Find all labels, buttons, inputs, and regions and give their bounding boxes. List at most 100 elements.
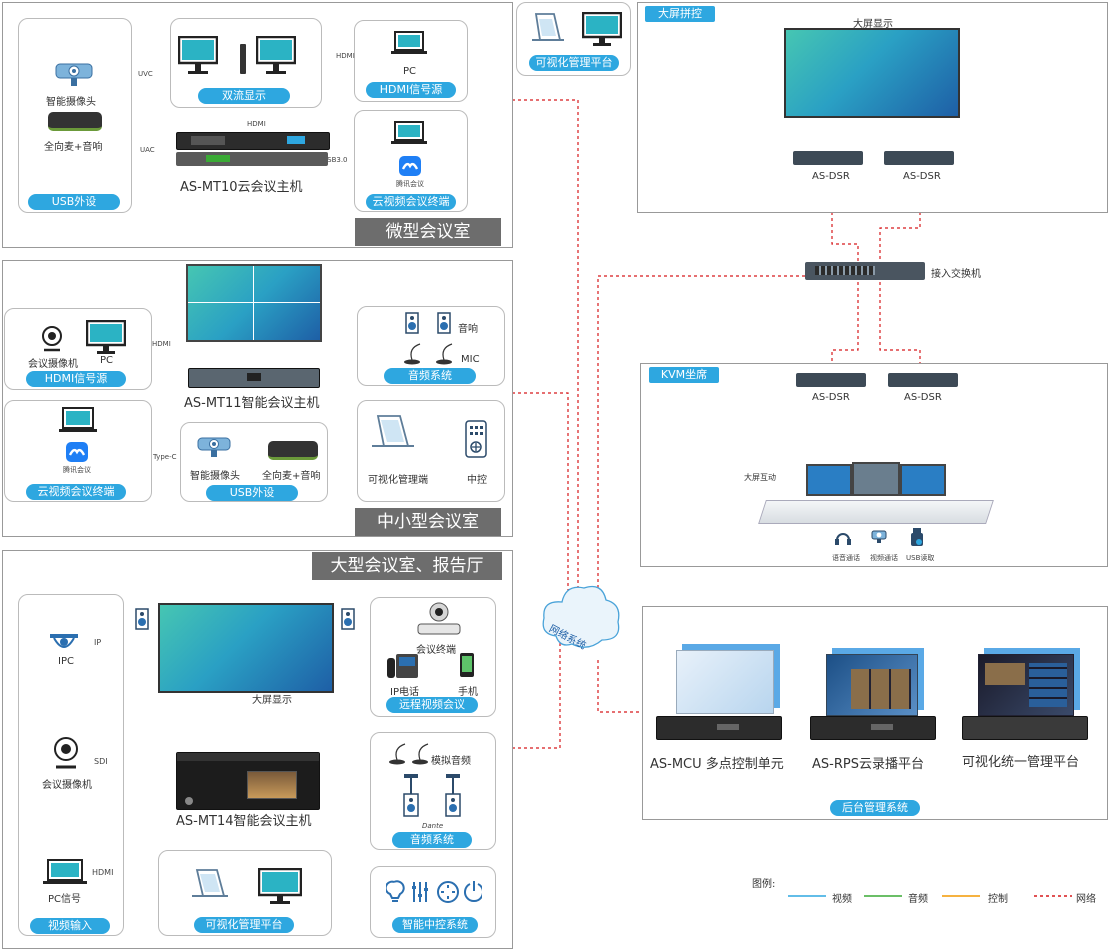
ip-phone-label: IP电话	[390, 687, 419, 698]
bigscreen-display-label: 大屏显示	[853, 19, 893, 30]
unified-device	[962, 716, 1088, 740]
bigscreen-display	[784, 28, 960, 118]
sdi-label: SDI	[94, 757, 108, 766]
bigscreen-dsr2-label: AS-DSR	[903, 171, 941, 182]
conference-camera-icon	[40, 326, 64, 352]
micro-hdmi-in: HDMI	[336, 52, 355, 60]
mcu-label: AS-MCU 多点控制单元	[650, 757, 784, 772]
dante-speakers-icon	[400, 774, 464, 820]
speaker-icon	[341, 608, 355, 630]
microphone-icon	[385, 742, 409, 765]
soundbar-icon	[48, 112, 102, 131]
legend-network: 网络	[1076, 894, 1096, 905]
top-vis-platform-label: 可视化管理平台	[529, 55, 619, 71]
kvm-title: KVM坐席	[649, 367, 719, 383]
microphone-icon	[408, 742, 432, 765]
conference-camera-icon	[52, 736, 80, 770]
laptop-icon	[390, 120, 427, 150]
micro-hdmi-source-label: HDMI信号源	[366, 82, 456, 98]
mobile-label: 手机	[458, 687, 478, 698]
laptop-icon	[58, 406, 98, 438]
conf-terminal-label: 会议终端	[416, 645, 456, 656]
mt14-host-label: AS-MT14智能会议主机	[176, 814, 312, 829]
small-usb-cam-label: 智能摄像头	[190, 471, 240, 482]
tencent-meeting-logo-icon	[399, 156, 421, 176]
micro-hdmi-out: HDMI	[247, 120, 266, 128]
mt10-host-rear	[176, 152, 328, 166]
kvm-desk	[758, 500, 994, 524]
small-room-title: 中小型会议室	[355, 508, 501, 536]
tablet-icon	[530, 10, 564, 44]
laptop-icon	[390, 30, 427, 60]
small-pc-label: PC	[100, 355, 114, 366]
unified-label: 可视化统一管理平台	[962, 755, 1080, 770]
small-hdmi-source-label: HDMI信号源	[26, 371, 126, 387]
backend-group-label: 后台管理系统	[830, 800, 920, 816]
pc-signal-label: PC信号	[48, 894, 82, 905]
rps-screen	[826, 654, 918, 716]
speaker-icon	[135, 608, 149, 630]
ip-label: IP	[94, 638, 102, 647]
mt10-host-label: AS-MT10云会议主机	[180, 180, 303, 195]
legend-title: 图例:	[752, 879, 776, 890]
webcam-icon	[196, 436, 232, 458]
dante-label: Dante	[422, 822, 444, 830]
video-input-label: 视频输入	[30, 918, 110, 934]
uac-label: UAC	[140, 146, 155, 154]
player-box-icon	[240, 44, 246, 74]
camera-small-icon	[871, 530, 887, 544]
micro-cloud-terminal-label: 云视频会议终端	[366, 194, 456, 210]
remote-video-label: 远程视频会议	[386, 697, 478, 713]
large-audio-system-label: 音频系统	[392, 832, 472, 848]
kvm-monitor	[806, 464, 852, 496]
large-audio-group	[370, 732, 496, 850]
large-room-title: 大型会议室、报告厅	[312, 552, 502, 580]
large-screen-label: 大屏显示	[252, 695, 292, 706]
legend-control: 控制	[988, 894, 1008, 905]
ipc-camera-icon	[48, 626, 80, 652]
small-usb-mic-label: 全向麦+音响	[262, 471, 321, 482]
kvm-dsr1-label: AS-DSR	[812, 392, 850, 403]
kvm-voice-label: 语音通话	[832, 554, 860, 562]
dsr-device	[793, 151, 863, 165]
control-icons	[386, 878, 482, 906]
bigscreen-dsr1-label: AS-DSR	[812, 171, 850, 182]
large-hdmi-label: HDMI	[92, 868, 114, 877]
rps-device	[810, 716, 936, 740]
monitor-icon	[178, 36, 218, 78]
small-tencent-label: 腾讯会议	[63, 466, 91, 474]
network-cloud-icon	[538, 578, 624, 656]
rps-label: AS-RPS云录播平台	[812, 757, 924, 772]
monitor-icon	[86, 320, 126, 354]
typec-label: Type-C	[153, 453, 177, 461]
small-usb-group-label: USB外设	[206, 485, 298, 501]
monitor-icon	[256, 36, 296, 78]
ip-phone-icon	[386, 652, 420, 680]
micro-pc-label: PC	[403, 66, 417, 77]
kvm-video-label: 视频通话	[870, 554, 898, 562]
mt14-host-device	[176, 752, 320, 810]
large-vis-platform-label: 可视化管理平台	[194, 917, 294, 933]
mt10-host-device	[176, 132, 330, 150]
small-central-label: 中控	[467, 475, 487, 486]
ipc-label: IPC	[58, 656, 74, 667]
micro-mic-label: 全向麦+音响	[44, 142, 103, 153]
network-lines	[244, 99, 921, 850]
unified-screen	[978, 654, 1074, 716]
smart-control-label: 智能中控系统	[392, 917, 478, 933]
tablet-icon	[370, 412, 416, 452]
soundbar-icon	[268, 441, 318, 460]
mcu-screen	[676, 650, 774, 714]
bigscreen-title: 大屏拼控	[645, 6, 715, 22]
mt11-host-label: AS-MT11智能会议主机	[184, 396, 320, 411]
switch-label: 接入交换机	[931, 269, 981, 280]
usb30-label: USB3.0	[322, 156, 348, 164]
micro-usb-group	[18, 18, 132, 213]
uvc-label: UVC	[138, 70, 153, 78]
remote-control-icon	[464, 420, 488, 458]
access-switch-device	[805, 262, 925, 280]
small-mic-label: MIC	[461, 354, 480, 365]
legend-audio: 音频	[908, 894, 928, 905]
micro-camera-label: 智能摄像头	[46, 97, 96, 108]
analog-audio-label: 模拟音频	[431, 756, 471, 767]
